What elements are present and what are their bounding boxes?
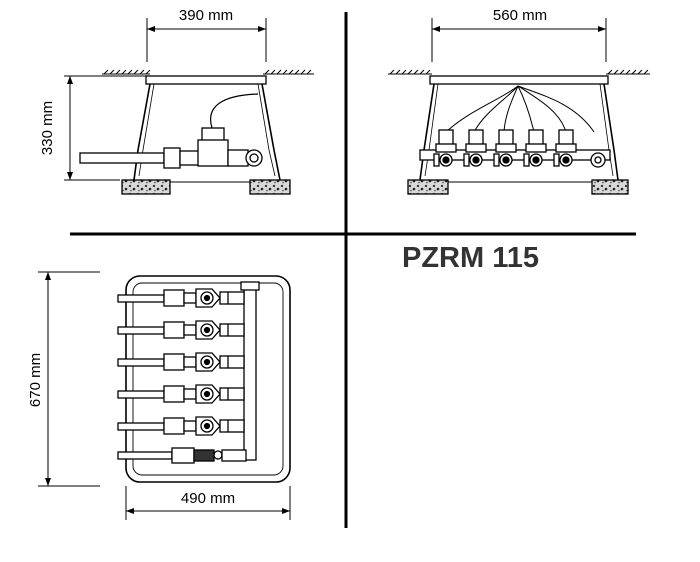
plan-manifold [243, 283, 257, 461]
plan-valve [117, 416, 245, 436]
lid [145, 75, 267, 85]
cap-fitting [245, 149, 263, 167]
front-valve [493, 129, 517, 167]
front-valve [523, 129, 547, 167]
inlet-pipe [79, 152, 165, 164]
ground-line [102, 69, 314, 75]
plan-width-dimension: 490 mm [125, 486, 291, 520]
plan-box-inner [132, 282, 284, 476]
plan-height-dimension: 670 mm [27, 271, 100, 487]
front-valve [553, 129, 577, 167]
front-valve [433, 129, 457, 167]
front-end-cap [590, 152, 606, 168]
side-height-label: 330 mm [39, 101, 56, 155]
front-gravel-right [591, 179, 629, 195]
side-view: 390 mm 330 mm [39, 7, 314, 195]
box-body [133, 83, 281, 181]
front-view: 560 mm [388, 7, 650, 195]
fitting [163, 147, 181, 169]
plan-view: 670 mm 490 mm [27, 271, 291, 520]
cable [210, 93, 259, 129]
front-width-label: 560 mm [493, 7, 547, 24]
front-valve [463, 129, 487, 167]
plan-box-outer [125, 275, 291, 483]
plan-valve [117, 288, 245, 308]
front-gravel-left [407, 179, 449, 195]
front-valves [433, 129, 606, 168]
model-title: PZRM 115 [402, 242, 539, 274]
side-width-dimension: 390 mm [146, 7, 267, 62]
plan-width-label: 490 mm [181, 490, 235, 507]
plan-height-label: 670 mm [27, 353, 44, 407]
side-height-dimension: 330 mm [39, 75, 150, 181]
front-lid [429, 75, 609, 85]
plan-valves [117, 288, 245, 436]
plan-inlet [117, 447, 247, 464]
gravel-base-left [121, 179, 171, 195]
quadrant-dividers [70, 12, 636, 528]
plan-valve [117, 384, 245, 404]
side-width-label: 390 mm [179, 7, 233, 24]
front-ground-line [388, 69, 650, 75]
front-width-dimension: 560 mm [431, 7, 607, 62]
plan-valve [117, 320, 245, 340]
gravel-base-right [249, 179, 291, 195]
front-cables [445, 85, 595, 133]
plan-valve [117, 352, 245, 372]
